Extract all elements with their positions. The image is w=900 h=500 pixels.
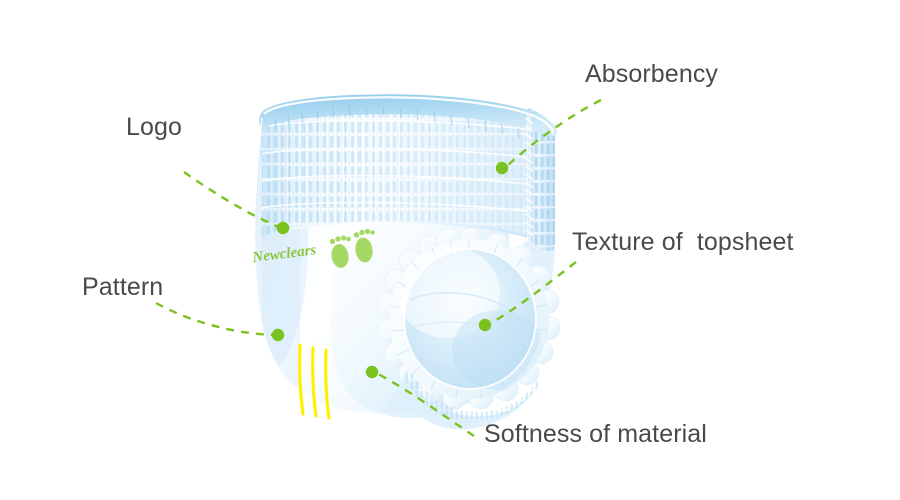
- leader-line-absorbency: [505, 98, 602, 168]
- callout-dots: [271, 161, 509, 379]
- pattern-stripes: [298, 343, 331, 420]
- callout-dot-pattern: [271, 328, 285, 342]
- logo-wordmark: Newclears: [251, 242, 318, 266]
- callout-label-softness-of-material: Softness of material: [484, 420, 707, 448]
- callout-dot-softness: [365, 365, 379, 379]
- elastic-waistband-front: [262, 94, 531, 241]
- leg-cuff-band: [400, 368, 540, 430]
- callout-dot-texture: [478, 318, 492, 332]
- callout-label-texture-of-topsheet: Texture of topsheet: [572, 228, 794, 256]
- brand-logo-text: Newclears: [251, 242, 318, 266]
- callout-label-pattern: Pattern: [82, 273, 164, 301]
- callout-label-absorbency: Absorbency: [585, 60, 719, 88]
- callout-dot-absorbency: [495, 161, 509, 175]
- callout-leaders: [155, 98, 602, 437]
- side-seam: [524, 114, 534, 242]
- callout-label-logo: Logo: [126, 113, 183, 141]
- baby-footprints-icon: [329, 228, 375, 268]
- waist-opening: [259, 94, 557, 139]
- callout-dot-logo: [276, 221, 290, 235]
- leader-line-pattern: [155, 301, 275, 337]
- diaper-graphic: Newclears: [251, 94, 561, 430]
- leg-cuff-ruffle: [377, 227, 561, 410]
